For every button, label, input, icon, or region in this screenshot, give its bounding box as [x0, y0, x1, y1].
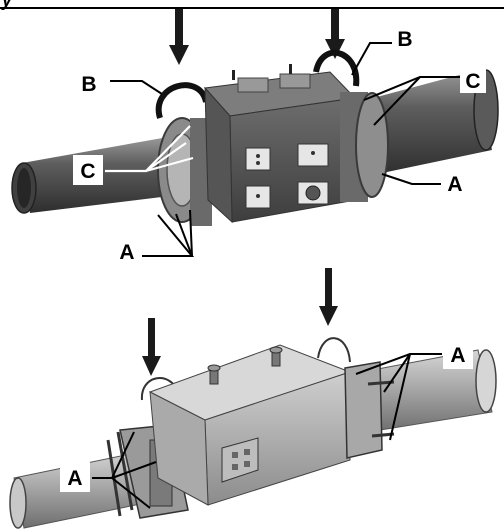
leader-a-top-left-2 — [175, 213, 193, 257]
flange-left — [157, 117, 212, 226]
leader-c-right-2 — [373, 76, 421, 126]
label-b-right: B — [392, 25, 418, 51]
label-c-right: C — [460, 67, 486, 93]
svg-text:B: B — [81, 73, 96, 96]
svg-text:A: A — [119, 241, 134, 264]
actuator-body-top — [203, 64, 357, 224]
svg-text:C: C — [465, 70, 480, 93]
header-strip: y — [0, 0, 504, 10]
leader-b-right — [351, 42, 393, 76]
leader-a-bottom-left-3 — [111, 461, 157, 479]
leader-a-top-left — [142, 214, 195, 257]
leader-a-top-left-3 — [189, 209, 193, 257]
top-illustration: B B C C A A — [11, 9, 499, 264]
label-b-left: B — [76, 70, 102, 96]
bottom-illustration: A A — [9, 268, 497, 529]
header-fragment: y — [1, 0, 13, 10]
lifting-sling-left — [155, 82, 209, 119]
svg-text:A: A — [450, 344, 465, 367]
lifting-sling-right — [313, 49, 360, 87]
lift-arrow-left — [169, 9, 189, 65]
actuator-body-bottom — [148, 344, 352, 506]
lifting-sling-bottom-right — [317, 337, 351, 363]
svg-text:C: C — [80, 160, 95, 183]
leader-a-bottom-left-2 — [111, 477, 151, 509]
flange-right — [340, 92, 389, 202]
label-c-left: C — [73, 155, 103, 185]
leader-a-bottom-right-2 — [383, 353, 411, 393]
label-a-top-right: A — [442, 170, 468, 196]
svg-text:A: A — [447, 173, 462, 196]
lift-arrow-bottom-right — [319, 268, 338, 326]
label-a-bottom-right: A — [443, 339, 473, 369]
label-a-bottom-left: A — [60, 462, 90, 492]
svg-text:A: A — [67, 467, 82, 490]
leader-c-left — [105, 125, 194, 173]
leader-b-left — [110, 80, 163, 95]
leader-a-bottom-right-3 — [389, 353, 411, 441]
lift-arrow-bottom-left — [142, 318, 161, 376]
leader-a-top-right — [381, 173, 441, 185]
svg-text:B: B — [397, 28, 412, 51]
pipe-bottom-right — [361, 349, 497, 433]
lift-arrow-right — [325, 9, 345, 59]
label-a-top-left: A — [114, 238, 140, 264]
